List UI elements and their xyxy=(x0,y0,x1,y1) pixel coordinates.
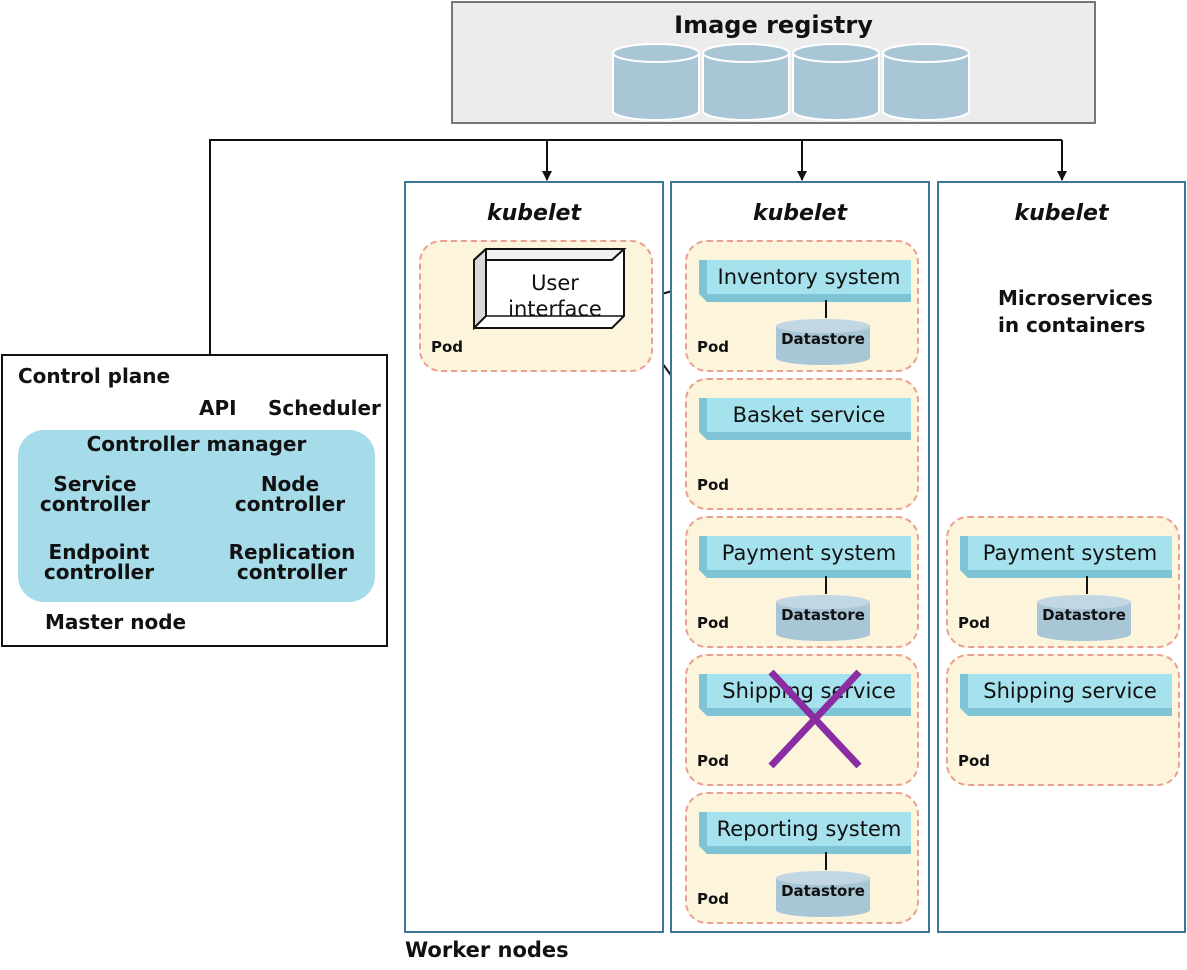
datastore: Datastore xyxy=(775,318,871,366)
image-registry: Image registry xyxy=(451,1,1096,124)
worker-node-3: kubelet Payment system Datastore Pod Shi… xyxy=(937,181,1186,933)
microservice-container: Shipping service xyxy=(960,674,1172,716)
registry-title: Image registry xyxy=(674,11,873,39)
controller-manager-title: Controller manager xyxy=(86,432,307,456)
service-name: Payment system xyxy=(721,541,897,565)
datastore: Datastore xyxy=(775,870,871,918)
registry-storage-cylinder-2 xyxy=(702,43,790,121)
kubelet-label: kubelet xyxy=(1014,201,1109,226)
microservice-container: Payment system xyxy=(699,536,911,578)
pod-label: Pod xyxy=(958,614,991,632)
scheduler-label: Scheduler xyxy=(268,396,381,420)
pod-payment: Payment system Datastore Pod xyxy=(685,516,919,648)
worker-node-2: kubelet Inventory system Datastore Pod B… xyxy=(670,181,930,933)
pod-basket: Basket service Pod xyxy=(685,378,919,510)
microservice-container: Reporting system xyxy=(699,812,911,854)
microservice-container: Payment system xyxy=(960,536,1172,578)
pod-payment: Payment system Datastore Pod xyxy=(946,516,1180,648)
service-name: Basket service xyxy=(732,403,886,427)
microservice-container: Inventory system xyxy=(699,260,911,302)
kubelet-label: kubelet xyxy=(753,201,847,226)
microservices-annotation: Microservices in containers xyxy=(998,286,1153,337)
pod-label: Pod xyxy=(697,752,730,770)
pod-label: Pod xyxy=(697,890,730,908)
pod-shipping: Shipping service Pod xyxy=(946,654,1180,786)
service-name: Inventory system xyxy=(717,265,901,289)
worker-nodes-label: Worker nodes xyxy=(405,938,569,962)
endpoint-controller: Endpoint controller xyxy=(43,540,155,584)
pod-inventory: Inventory system Datastore Pod xyxy=(685,240,919,372)
service-controller: Service controller xyxy=(39,472,151,516)
service-name: Shipping service xyxy=(722,679,896,703)
controller-manager: Controller manager Service controller No… xyxy=(18,430,375,602)
service-name: Payment system xyxy=(982,541,1158,565)
pod-label: Pod xyxy=(697,338,730,356)
registry-storage-icons xyxy=(612,43,970,121)
master-node-label: Master node xyxy=(45,610,187,634)
registry-distribution-lines xyxy=(209,139,1067,354)
node-controller: Node controller xyxy=(234,472,346,516)
control-plane-title: Control plane xyxy=(18,364,171,388)
pod-label: Pod xyxy=(697,476,730,494)
control-plane: Control plane API Scheduler Controller m… xyxy=(1,354,388,647)
replication-controller: Replication controller xyxy=(228,540,356,584)
pod-reporting: Reporting system Datastore Pod xyxy=(685,792,919,924)
registry-storage-cylinder-3 xyxy=(792,43,880,121)
pod-label: Pod xyxy=(431,338,464,356)
pod-shipping-failed: Shipping service Pod xyxy=(685,654,919,786)
failure-cross-icon xyxy=(768,669,862,769)
api-label: API xyxy=(199,396,237,420)
datastore: Datastore xyxy=(775,594,871,642)
kubelet-label: kubelet xyxy=(487,201,581,226)
service-name: Shipping service xyxy=(983,679,1157,703)
registry-storage-cylinder-4 xyxy=(882,43,970,121)
pod-label: Pod xyxy=(958,752,991,770)
microservice-container: Basket service xyxy=(699,398,911,440)
registry-storage-cylinder-1 xyxy=(612,43,700,121)
datastore: Datastore xyxy=(1036,594,1132,642)
pod-label: Pod xyxy=(697,614,730,632)
service-name: Reporting system xyxy=(716,817,902,841)
